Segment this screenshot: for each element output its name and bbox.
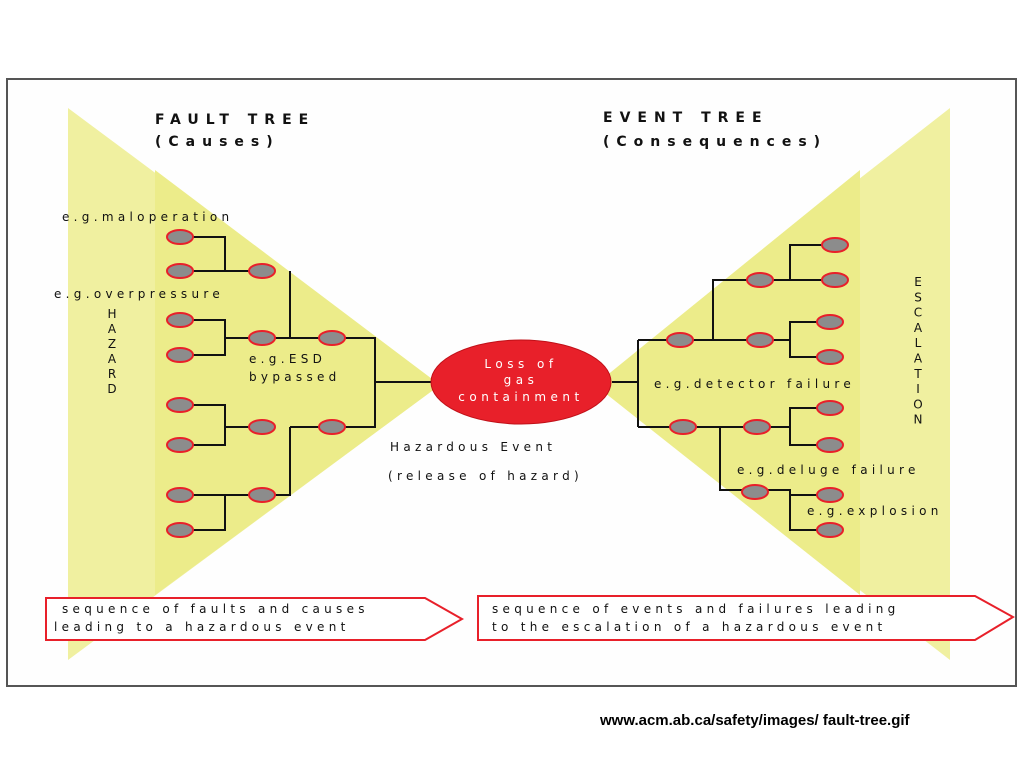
event-tree-subtitle: (Consequences)	[603, 134, 827, 150]
node	[743, 419, 771, 435]
vertical-letter: O	[913, 397, 922, 411]
event-tree-fan-inner	[595, 170, 860, 595]
loss-of-containment-event	[430, 339, 612, 425]
vertical-letter: A	[108, 322, 117, 336]
vertical-letter: R	[108, 367, 116, 381]
node	[166, 312, 194, 328]
left-arrow-line1: sequence of faults and causes	[62, 602, 369, 616]
node	[666, 332, 694, 348]
vertical-letter: S	[914, 290, 922, 304]
vertical-letter: E	[914, 275, 922, 289]
vertical-letter: A	[914, 321, 923, 335]
node	[816, 400, 844, 416]
vertical-letter: N	[914, 413, 923, 427]
vertical-letter: A	[108, 352, 117, 366]
node	[318, 330, 346, 346]
node	[248, 263, 276, 279]
node	[741, 484, 769, 500]
fault-tree-nodes	[166, 229, 346, 538]
node	[166, 347, 194, 363]
explosion-label: e.g.explosion	[807, 504, 943, 518]
overpressure-label: e.g.overpressure	[54, 287, 224, 301]
right-sequence-arrow	[477, 595, 1015, 641]
vertical-letter: L	[915, 336, 922, 350]
node	[166, 263, 194, 279]
node	[821, 272, 849, 288]
node	[816, 314, 844, 330]
detector-failure-label: e.g.detector failure	[654, 377, 855, 391]
node	[318, 419, 346, 435]
vertical-letter: I	[916, 382, 920, 396]
vertical-letter: H	[107, 307, 116, 321]
central-event-line3: containment	[458, 390, 583, 404]
maloperation-label: e.g.maloperation	[62, 210, 233, 224]
fault-tree-subtitle: (Causes)	[155, 134, 280, 150]
hazardous-event-label: Hazardous Event	[390, 440, 556, 454]
source-caption: www.acm.ab.ca/safety/images/ fault-tree.…	[600, 712, 910, 729]
node	[816, 522, 844, 538]
event-tree-title: EVENT TREE	[603, 110, 769, 126]
node	[248, 330, 276, 346]
vertical-letter: T	[913, 367, 922, 381]
deluge-failure-label: e.g.deluge failure	[737, 463, 920, 477]
left-arrow-line2: leading to a hazardous event	[54, 620, 350, 634]
fault-tree-title: FAULT TREE	[155, 112, 315, 128]
node	[248, 487, 276, 503]
node	[166, 437, 194, 453]
fault-tree-fan-inner	[155, 170, 440, 595]
release-of-hazard-label: (release of hazard)	[388, 469, 583, 483]
node	[816, 487, 844, 503]
vertical-letter: D	[107, 382, 116, 396]
right-arrow-line2: to the escalation of a hazardous event	[492, 620, 887, 634]
central-event-line2: gas	[504, 373, 539, 387]
node	[746, 272, 774, 288]
node	[821, 237, 849, 253]
vertical-letter: C	[914, 306, 922, 320]
esd-label-line1: e.g.ESD	[249, 352, 326, 366]
vertical-letter: A	[914, 352, 923, 366]
node	[669, 419, 697, 435]
node	[816, 349, 844, 365]
node	[166, 487, 194, 503]
right-arrow-line1: sequence of events and failures leading	[492, 602, 900, 616]
vertical-letter: Z	[108, 337, 116, 351]
node	[166, 522, 194, 538]
node	[248, 419, 276, 435]
node	[166, 229, 194, 245]
esd-label-line2: bypassed	[249, 370, 341, 384]
node	[746, 332, 774, 348]
left-sequence-arrow	[45, 597, 465, 641]
node	[166, 397, 194, 413]
node	[816, 437, 844, 453]
central-event-line1: Loss of	[484, 357, 557, 371]
event-tree-nodes	[666, 237, 849, 538]
